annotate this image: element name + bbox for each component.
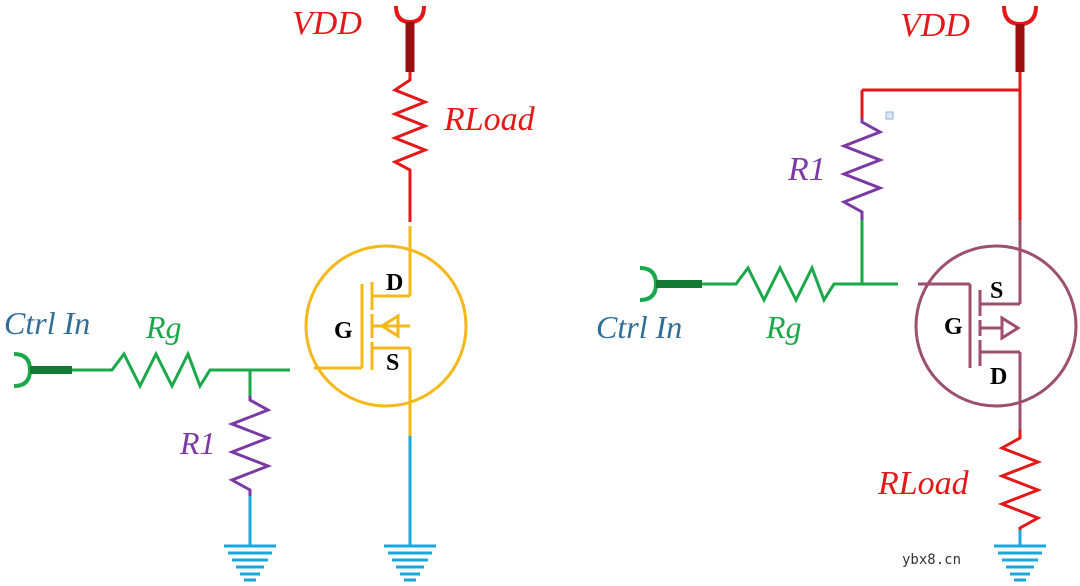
left-load-resistor	[390, 72, 430, 222]
right-vdd-label: VDD	[900, 7, 970, 44]
right-gate-resistor	[702, 264, 898, 304]
left-ground-symbol-1	[384, 544, 436, 582]
right-pullup-resistor	[839, 118, 885, 220]
right-vdd-terminal	[1002, 5, 1038, 72]
anchor-marker	[885, 111, 894, 120]
left-pulldown-resistor	[227, 396, 273, 496]
left-input-terminal	[13, 352, 72, 388]
right-ground-symbol	[994, 544, 1046, 582]
right-source-pin-label: S	[990, 278, 1003, 304]
left-circuit: VDD RLoad G D S	[4, 5, 536, 582]
right-load-resistor	[997, 430, 1043, 542]
right-circuit: VDD R1 Ctrl In Rg	[596, 5, 1078, 582]
right-input-terminal	[639, 266, 702, 302]
left-vdd-terminal	[394, 5, 426, 72]
left-ground-symbol-2	[224, 544, 276, 582]
left-drain-pin-label: D	[386, 270, 403, 296]
left-gate-pin-label: G	[334, 318, 353, 344]
right-pmos-transistor	[914, 220, 1078, 430]
left-nmos-transistor	[304, 226, 468, 436]
right-gate-pin-label: G	[944, 314, 963, 340]
left-vdd-label: VDD	[292, 5, 362, 42]
right-input-label: Ctrl In	[596, 309, 682, 345]
left-source-pin-label: S	[386, 350, 399, 376]
right-pullup-label: R1	[787, 151, 826, 188]
left-gate-resistor	[72, 350, 290, 390]
right-drain-pin-label: D	[990, 364, 1007, 390]
watermark-text: ybx8.cn	[902, 552, 961, 568]
left-gate-resistor-label: Rg	[145, 309, 182, 345]
left-input-label: Ctrl In	[4, 305, 90, 341]
right-load-label: RLoad	[877, 465, 970, 502]
left-load-label: RLoad	[443, 101, 536, 138]
left-pulldown-label: R1	[179, 425, 216, 461]
right-gate-resistor-label: Rg	[765, 309, 802, 345]
